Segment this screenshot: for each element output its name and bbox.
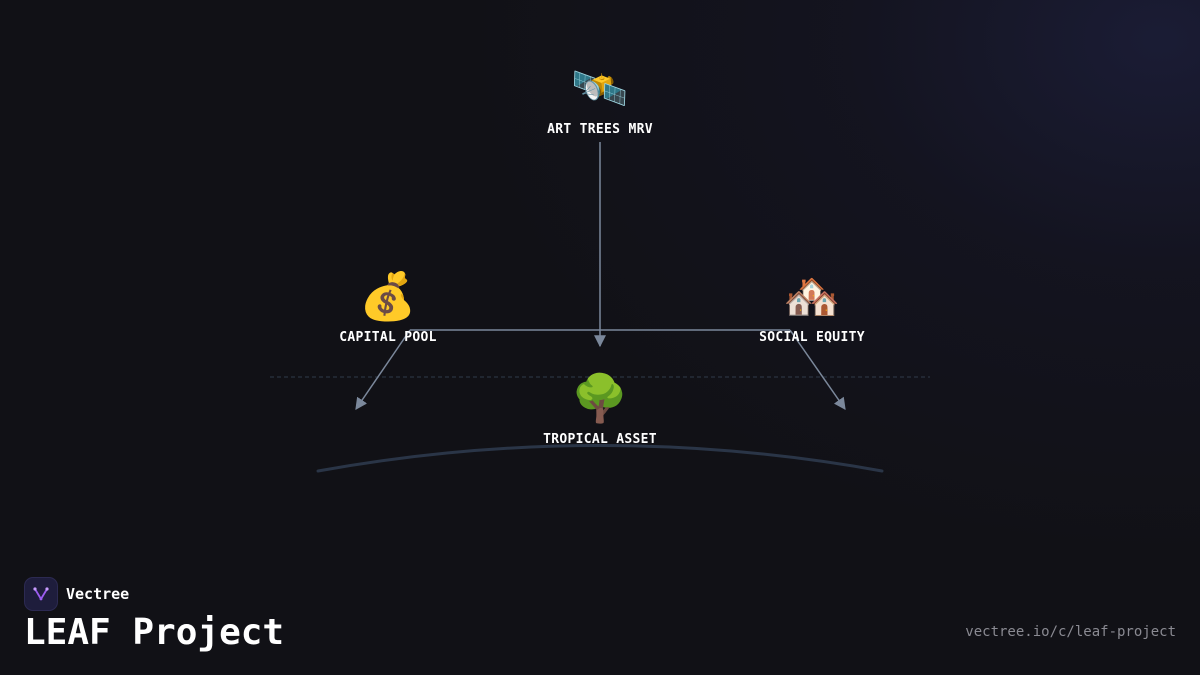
- page-url-link[interactable]: vectree.io/c/leaf-project: [965, 624, 1176, 640]
- node-label-tropical-asset: TROPICAL ASSET: [543, 432, 657, 447]
- node-label-art-trees-mrv: ART TREES MRV: [547, 122, 653, 137]
- vectree-logo-icon: [24, 577, 58, 611]
- node-label-social-equity: SOCIAL EQUITY: [759, 330, 865, 345]
- tree-icon: 🌳: [571, 371, 629, 425]
- node-label-capital-pool: CAPITAL POOL: [339, 330, 437, 345]
- houses-icon: 🏘️: [783, 269, 841, 323]
- edge-to-capital-pool-side: [355, 329, 411, 410]
- brand-name: Vectree: [66, 585, 130, 603]
- node-capital-pool: 💰 CAPITAL POOL: [288, 268, 488, 345]
- node-tropical-asset: 🌳 TROPICAL ASSET: [500, 370, 700, 447]
- satellite-icon: 🛰️: [571, 61, 629, 115]
- edge-to-social-equity-side: [789, 329, 846, 410]
- node-social-equity: 🏘️ SOCIAL EQUITY: [712, 268, 912, 345]
- brand[interactable]: Vectree: [24, 577, 129, 611]
- node-art-trees-mrv: 🛰️ ART TREES MRV: [500, 60, 700, 137]
- money-bag-icon: 💰: [359, 269, 417, 323]
- ground-arc: [316, 444, 884, 473]
- page-title: LEAF Project: [24, 612, 285, 653]
